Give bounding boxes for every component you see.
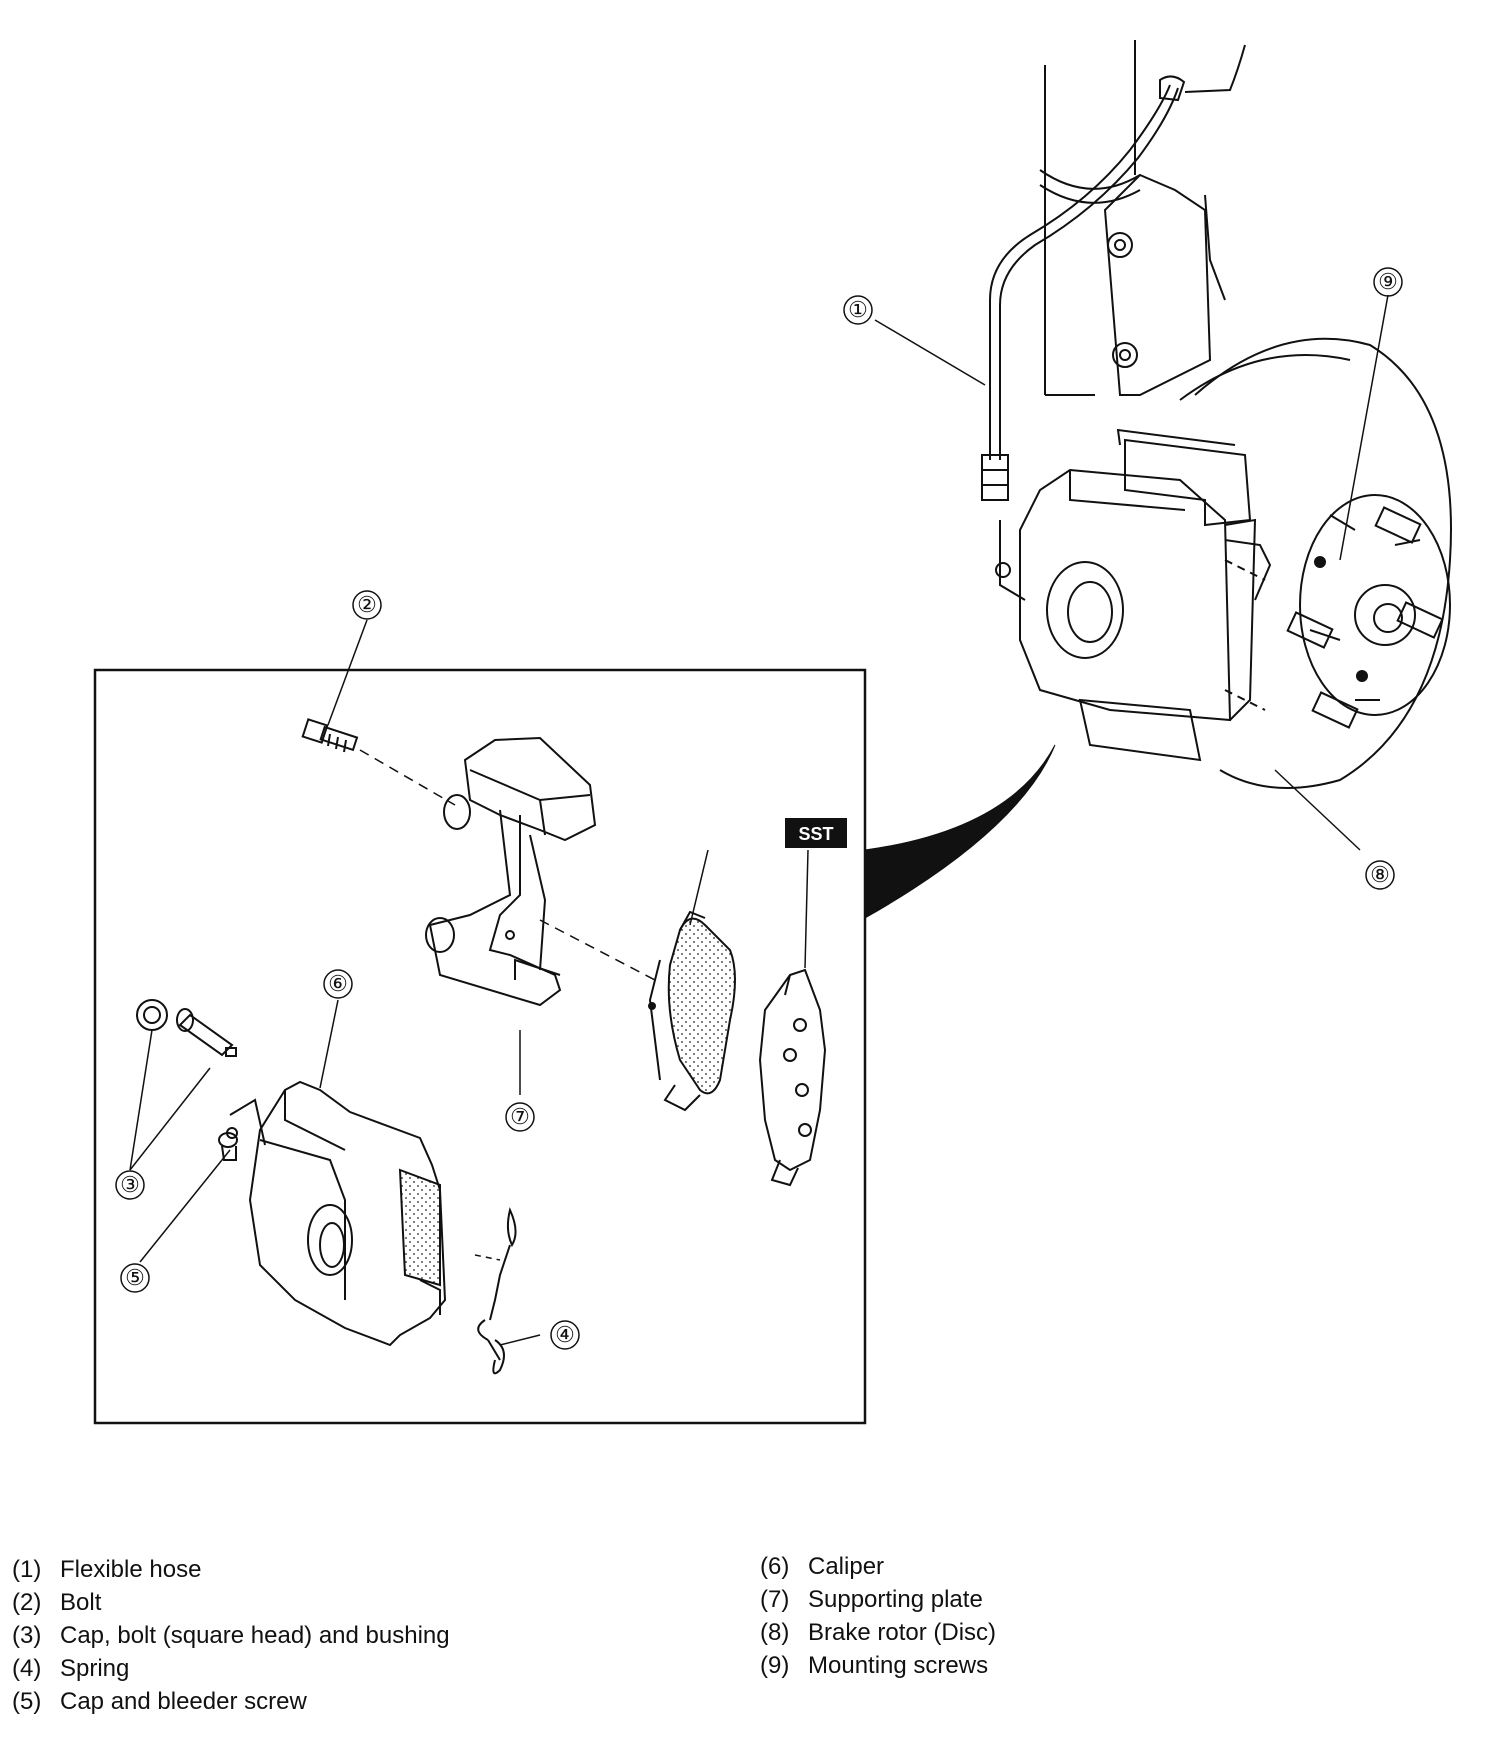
legend-text: Flexible hose (60, 1556, 202, 1583)
legend-number: (6) (760, 1553, 790, 1580)
callout-9-label: ⑨ (1378, 269, 1398, 294)
outer-brake-pad (758, 968, 827, 1187)
supporting-plate (425, 736, 597, 1007)
callout-5: ⑤ (120, 1263, 150, 1293)
legend-text: Brake rotor (Disc) (808, 1619, 997, 1646)
callout-5-label: ⑤ (125, 1265, 145, 1290)
legend-number: (3) (12, 1622, 42, 1649)
callout-7: ⑦ (505, 1102, 535, 1132)
callout-7-label: ⑦ (510, 1104, 530, 1129)
bleeder-screw (218, 1132, 238, 1161)
legend-item: (5) Cap and bleeder screw (12, 1685, 450, 1718)
callout-4-label: ④ (555, 1322, 575, 1347)
cap-bolt-bushing (136, 999, 237, 1057)
legend-text: Bolt (60, 1589, 102, 1616)
brake-rotor (1179, 337, 1452, 789)
exploded-view (136, 718, 827, 1375)
legend-item: (8) Brake rotor (Disc) (760, 1616, 996, 1649)
legend-text: Mounting screws (808, 1652, 989, 1679)
legend-item: (1) Flexible hose (12, 1553, 450, 1586)
legend-number: (9) (760, 1652, 790, 1679)
legend-item: (4) Spring (12, 1652, 450, 1685)
callout-2-label: ② (357, 592, 377, 617)
legend-text: Cap, bolt (square head) and bushing (60, 1622, 450, 1649)
callout-2: ② (352, 590, 382, 620)
legend-item: (3) Cap, bolt (square head) and bushing (12, 1619, 450, 1652)
caliper (226, 1080, 447, 1347)
flexible-hose (981, 75, 1186, 501)
sst-badge: SST (785, 818, 847, 848)
strut (1039, 40, 1246, 396)
assembled-view (981, 40, 1452, 789)
callout-6-label: ⑥ (328, 971, 348, 996)
legend-number: (7) (760, 1586, 790, 1613)
callout-leaders-exploded (129, 619, 809, 1346)
sst-label: SST (798, 824, 833, 844)
legend-item: (6) Caliper (760, 1550, 996, 1583)
legend-left: (1) Flexible hose (2) Bolt (3) Cap, bolt… (12, 1553, 450, 1718)
legend-right: (6) Caliper (7) Supporting plate (8) Bra… (760, 1550, 996, 1682)
legend-number: (5) (12, 1688, 42, 1715)
exploded-view-frame (93, 668, 867, 1425)
callout-3: ③ (115, 1170, 145, 1200)
callout-3-label: ③ (120, 1172, 140, 1197)
legend-text: Cap and bleeder screw (60, 1688, 307, 1715)
legend-number: (2) (12, 1589, 42, 1616)
bolt (301, 718, 359, 753)
legend-number: (8) (760, 1619, 790, 1646)
spring (477, 1206, 517, 1375)
callout-4: ④ (550, 1320, 580, 1350)
legend-item: (2) Bolt (12, 1586, 450, 1619)
callout-8: ⑧ (1365, 860, 1395, 890)
callout-8-label: ⑧ (1370, 862, 1390, 887)
legend-text: Spring (60, 1655, 130, 1682)
callout-leaders-assembled (874, 294, 1389, 851)
callout-9: ⑨ (1373, 267, 1403, 297)
legend-number: (4) (12, 1655, 42, 1682)
assembled-caliper (995, 428, 1272, 762)
inner-brake-pad (648, 910, 736, 1112)
legend-item: (7) Supporting plate (760, 1583, 996, 1616)
legend-text: Caliper (808, 1553, 885, 1580)
pointer-arrow (864, 744, 1056, 919)
callout-6: ⑥ (323, 969, 353, 999)
legend-number: (1) (12, 1556, 42, 1583)
callout-1-label: ① (848, 297, 868, 322)
legend-item: (9) Mounting screws (760, 1649, 996, 1682)
callout-1: ① (843, 295, 873, 325)
legend-text: Supporting plate (808, 1586, 983, 1613)
